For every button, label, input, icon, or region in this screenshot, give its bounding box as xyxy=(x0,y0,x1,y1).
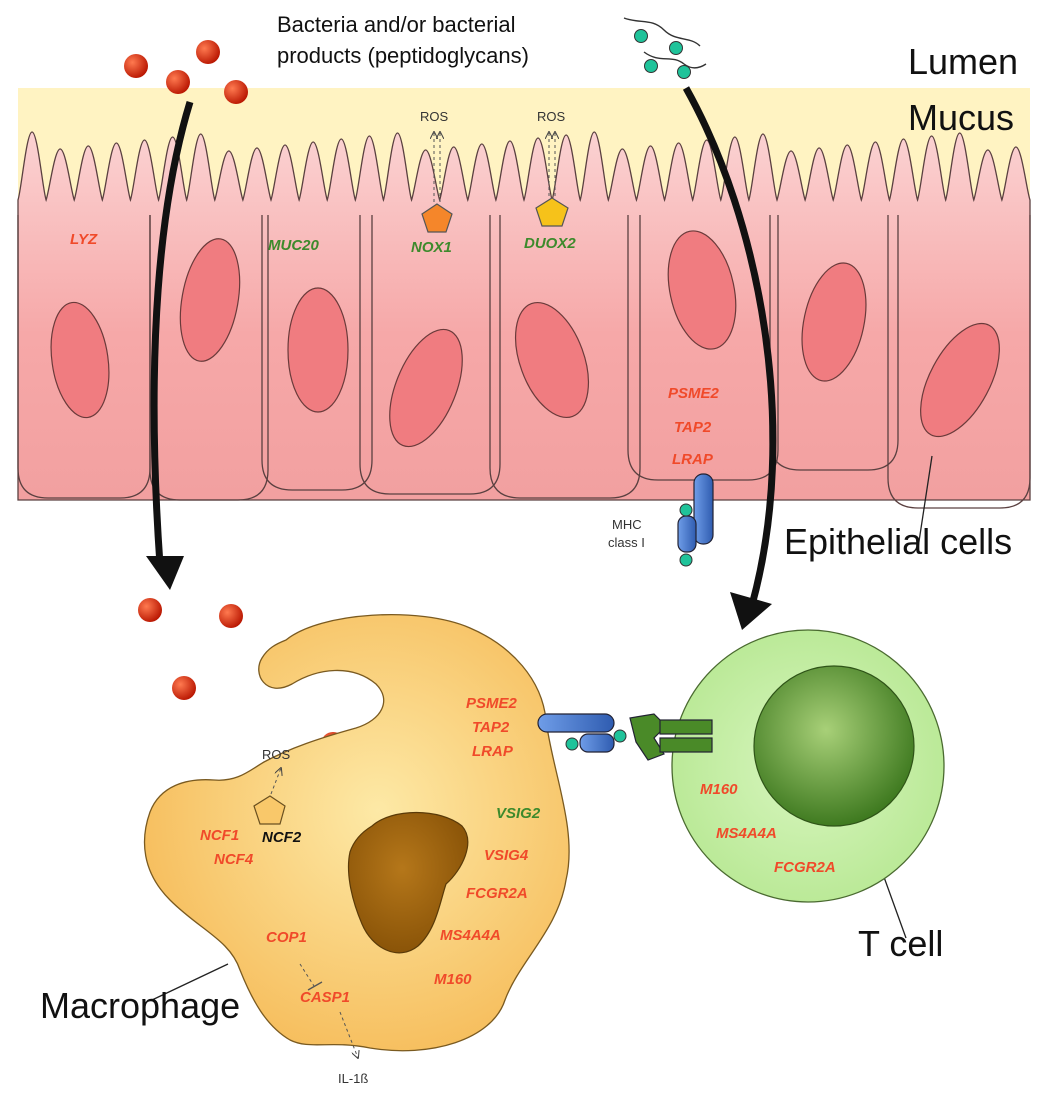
gene-ncf2: NCF2 xyxy=(262,829,302,846)
epithelial-nucleus xyxy=(287,287,349,413)
bacteria-cluster-macrophage xyxy=(138,598,345,756)
gene-nox1: NOX1 xyxy=(411,239,452,256)
epithelial-nucleus xyxy=(514,301,590,419)
ros-label-nox1: ROS xyxy=(420,109,449,124)
gene-ncf4: NCF4 xyxy=(214,851,254,868)
gene-cop1: COP1 xyxy=(266,929,307,946)
t-cell-receptor-icon xyxy=(629,713,713,761)
gene-lrap-macrophage: LRAP xyxy=(472,743,513,760)
gene-ms4a4a-tcell: MS4A4A xyxy=(716,825,777,842)
ros-arrows-epithelium xyxy=(434,132,555,202)
ncf-complex-icon xyxy=(253,795,286,825)
mhc-label-line2: class I xyxy=(608,535,645,550)
ros-label-duox2: ROS xyxy=(537,109,566,124)
gene-m160-tcell: M160 xyxy=(700,781,738,798)
epithelial-cell-outline xyxy=(489,215,641,499)
epithelial-cells-label: Epithelial cells xyxy=(784,521,1013,562)
gene-fcgr2a-macrophage: FCGR2A xyxy=(466,885,528,902)
gene-lrap-epithelial: LRAP xyxy=(672,451,713,468)
mhc-class-i-macrophage-icon xyxy=(537,713,627,753)
macrophage-cell xyxy=(143,614,570,1052)
ros-label-macrophage: ROS xyxy=(262,747,291,762)
gene-m160-macrophage: M160 xyxy=(434,971,472,988)
epithelial-nucleus xyxy=(667,230,737,350)
epithelial-nucleus xyxy=(801,262,867,382)
gene-casp1: CASP1 xyxy=(300,989,351,1006)
epithelial-nucleus xyxy=(50,301,110,419)
epithelial-leader-line xyxy=(917,455,933,549)
epithelial-cell-outline xyxy=(887,215,1031,509)
ros-arrow-macrophage xyxy=(270,768,281,795)
epithelial-cell-outline xyxy=(359,215,501,495)
bacteria-label-line2: products (peptidoglycans) xyxy=(277,43,529,68)
gene-lyz: LYZ xyxy=(70,231,98,248)
mhc-label-line1: MHC xyxy=(612,517,642,532)
gene-duox2: DUOX2 xyxy=(524,235,576,252)
bacteria-label-line1: Bacteria and/or bacterial xyxy=(277,12,516,37)
gene-vsig4: VSIG4 xyxy=(484,847,529,864)
epithelium xyxy=(17,131,1031,509)
lumen-label: Lumen xyxy=(908,41,1019,82)
gene-fcgr2a-tcell: FCGR2A xyxy=(774,859,836,876)
bacteria-to-tcell-arrow xyxy=(682,86,777,630)
gene-ms4a4a-macrophage: MS4A4A xyxy=(440,927,501,944)
epithelial-nucleus xyxy=(179,238,241,362)
bacteria-to-macrophage-arrow xyxy=(146,100,194,590)
gene-muc20: MUC20 xyxy=(268,237,319,254)
mucus-label: Mucus xyxy=(908,97,1015,138)
macrophage-label: Macrophage xyxy=(40,985,241,1026)
gene-ncf1: NCF1 xyxy=(200,827,240,844)
macrophage-leader-line xyxy=(151,963,229,1001)
t-cell-label: T cell xyxy=(858,923,944,964)
peptidoglycan-icon xyxy=(623,17,707,79)
epithelial-cell-outline xyxy=(149,215,269,501)
gene-psme2-macrophage: PSME2 xyxy=(466,695,517,712)
nox1-enzyme-icon xyxy=(421,203,453,233)
epithelial-cell-outline xyxy=(261,215,373,491)
t-cell-nucleus xyxy=(753,665,915,827)
gene-psme2-epithelial: PSME2 xyxy=(668,385,719,402)
inhibition-bar xyxy=(307,981,323,991)
gene-tap2-macrophage: TAP2 xyxy=(472,719,510,736)
casp1-to-il1b-arrow xyxy=(339,1011,358,1058)
il1b-label: IL-1ß xyxy=(338,1071,369,1086)
cop1-inhibits-casp1 xyxy=(299,963,315,987)
bacteria-cluster-top xyxy=(124,40,248,104)
gene-tap2-epithelial: TAP2 xyxy=(674,419,712,436)
epithelial-nucleus xyxy=(920,322,1000,438)
epithelial-cell-outline xyxy=(17,215,151,499)
epithelial-nucleus xyxy=(389,328,463,448)
macrophage-nucleus xyxy=(347,812,469,954)
gene-vsig2: VSIG2 xyxy=(496,805,541,822)
duox2-enzyme-icon xyxy=(535,197,569,227)
mhc-class-i-epithelial-icon xyxy=(677,473,714,567)
